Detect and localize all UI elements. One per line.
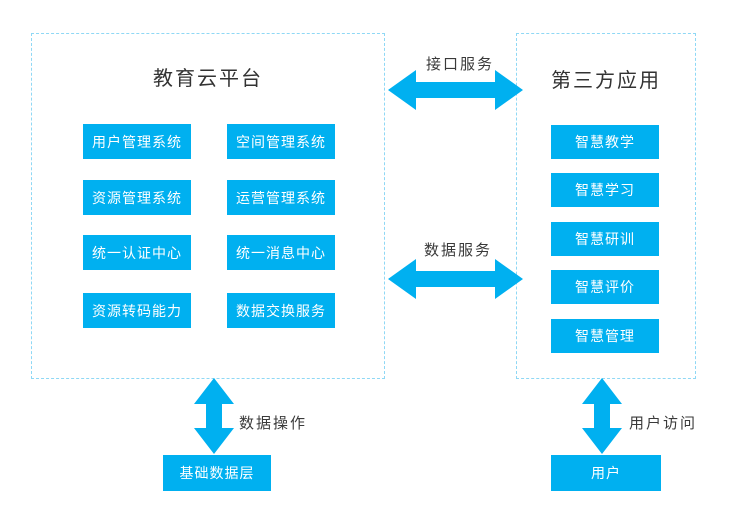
module-resource-management: 资源管理系统 [83, 180, 191, 215]
interface-service-double-arrow-icon [388, 70, 523, 110]
user-access-label: 用户访问 [629, 414, 698, 432]
module-operation-management: 运营管理系统 [227, 180, 335, 215]
data-service-double-arrow-icon [388, 259, 523, 299]
education-cloud-panel: 教育云平台 用户管理系统 空间管理系统 资源管理系统 运营管理系统 统一认证中心… [31, 33, 385, 379]
third-party-apps-panel-title: 第三方应用 [551, 68, 661, 92]
education-cloud-panel-title: 教育云平台 [153, 66, 263, 90]
data-operation-double-arrow-icon [194, 378, 234, 454]
module-unified-message-center: 统一消息中心 [227, 235, 335, 270]
user-access-double-arrow-icon [582, 378, 622, 454]
interface-service-label: 接口服务 [426, 55, 495, 73]
app-smart-management: 智慧管理 [551, 319, 659, 353]
third-party-apps-panel: 第三方应用 智慧教学 智慧学习 智慧研训 智慧评价 智慧管理 [516, 33, 696, 379]
data-service-label: 数据服务 [424, 241, 493, 259]
user-node: 用户 [551, 455, 661, 491]
module-data-exchange-service: 数据交换服务 [227, 293, 335, 328]
module-resource-transcoding: 资源转码能力 [83, 293, 191, 328]
module-user-management: 用户管理系统 [83, 124, 191, 159]
data-operation-label: 数据操作 [239, 414, 308, 432]
app-smart-research: 智慧研训 [551, 222, 659, 256]
app-smart-teaching: 智慧教学 [551, 125, 659, 159]
base-data-layer-node: 基础数据层 [163, 455, 271, 491]
module-space-management: 空间管理系统 [227, 124, 335, 159]
module-unified-auth-center: 统一认证中心 [83, 235, 191, 270]
app-smart-evaluation: 智慧评价 [551, 270, 659, 304]
app-smart-learning: 智慧学习 [551, 173, 659, 207]
